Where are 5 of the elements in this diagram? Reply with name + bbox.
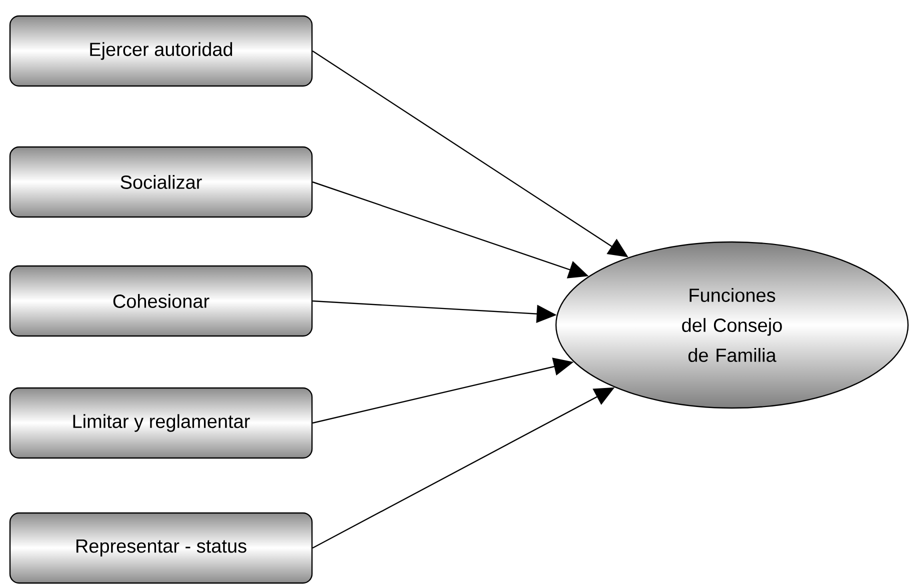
function-box: Socializar [9,146,313,218]
function-box: Representar - status [9,512,313,584]
function-box: Limitar y reglamentar [9,387,313,459]
function-box: Cohesionar [9,265,313,337]
function-box: Ejercer autoridad [9,15,313,87]
